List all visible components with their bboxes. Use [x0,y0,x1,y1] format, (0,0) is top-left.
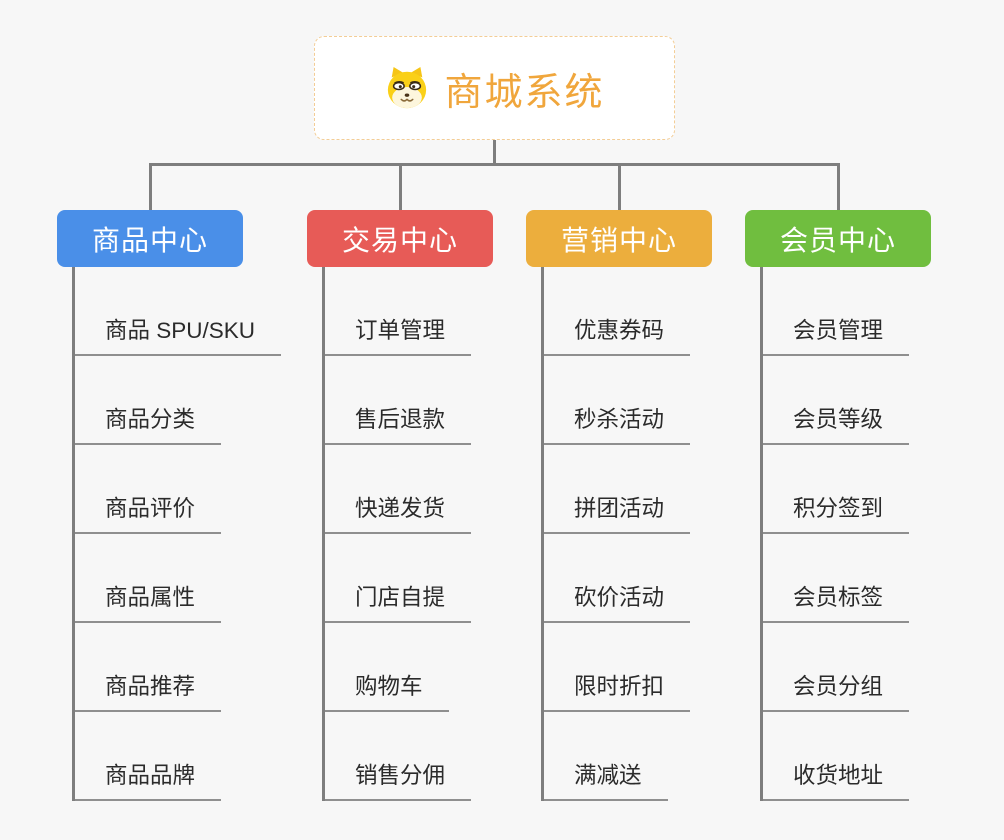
subtopic-label: 销售分佣 [325,758,472,801]
branch-column: 营销中心 优惠券码秒杀活动拼团活动砍价活动限时折扣满减送 [526,210,776,801]
subtopic-item[interactable]: 会员等级 [763,356,995,445]
subtopic-item[interactable]: 商品评价 [75,445,307,534]
subtopic-label: 会员等级 [763,402,910,445]
subtopic-item[interactable]: 优惠券码 [544,267,776,356]
subtopic-item[interactable]: 商品 SPU/SKU [75,267,307,356]
subtopic-label: 快递发货 [325,491,472,534]
subtopic-label: 优惠券码 [544,313,691,356]
branch-column: 商品中心 商品 SPU/SKU 商品分类商品评价商品属性商品推荐商品品牌 [57,210,307,801]
subtopic-item[interactable]: 拼团活动 [544,445,776,534]
subtopic-item[interactable]: 商品分类 [75,356,307,445]
subtopic-item[interactable]: 收货地址 [763,712,995,801]
branch-topic-label: 交易中心 [341,224,458,256]
subtopic-label: 购物车 [325,669,449,712]
subtopic-item[interactable]: 秒杀活动 [544,356,776,445]
subtopic-label: 收货地址 [763,758,910,801]
subtopic-label: 商品评价 [75,491,222,534]
dog-face-icon [384,66,430,110]
subtopic-item[interactable]: 售后退款 [325,356,557,445]
root-topic[interactable]: 商城系统 [314,36,675,140]
subtopic-item[interactable]: 购物车 [325,623,557,712]
subtopic-item[interactable]: 快递发货 [325,445,557,534]
subtopic-label: 秒杀活动 [544,402,691,445]
subtopic-item[interactable]: 商品品牌 [75,712,307,801]
subtopic-item[interactable]: 会员分组 [763,623,995,712]
root-stem-line [493,140,496,166]
subtopic-label: 售后退款 [325,402,472,445]
subtopic-item[interactable]: 限时折扣 [544,623,776,712]
subtopic-item[interactable]: 订单管理 [325,267,557,356]
branch-topic-0[interactable]: 商品中心 [57,210,243,267]
subtopic-label: 拼团活动 [544,491,691,534]
branch-topic-1[interactable]: 交易中心 [307,210,493,267]
branch-drop-line [837,163,840,210]
branch-subtopic-list: 订单管理售后退款快递发货门店自提购物车销售分佣 [322,267,557,801]
branch-drop-line [618,163,621,210]
subtopic-item[interactable]: 满减送 [544,712,776,801]
subtopic-item[interactable]: 商品属性 [75,534,307,623]
branch-column: 交易中心 订单管理售后退款快递发货门店自提购物车销售分佣 [307,210,557,801]
subtopic-label: 商品 SPU/SKU [75,313,282,356]
subtopic-label: 会员管理 [763,313,910,356]
subtopic-label: 积分签到 [763,491,910,534]
subtopic-label: 商品品牌 [75,758,222,801]
subtopic-item[interactable]: 商品推荐 [75,623,307,712]
branch-topic-3[interactable]: 会员中心 [745,210,931,267]
subtopic-item[interactable]: 门店自提 [325,534,557,623]
branch-drop-line [399,163,402,210]
branch-subtopic-list: 优惠券码秒杀活动拼团活动砍价活动限时折扣满减送 [541,267,776,801]
subtopic-label: 商品分类 [75,402,222,445]
branch-drop-line [149,163,152,210]
subtopic-item[interactable]: 积分签到 [763,445,995,534]
subtopic-item[interactable]: 会员管理 [763,267,995,356]
subtopic-item[interactable]: 会员标签 [763,534,995,623]
branch-topic-label: 商品中心 [91,224,208,256]
subtopic-item[interactable]: 销售分佣 [325,712,557,801]
subtopic-label: 商品推荐 [75,669,222,712]
subtopic-label: 限时折扣 [544,669,691,712]
subtopic-label: 商品属性 [75,580,222,623]
subtopic-item[interactable]: 砍价活动 [544,534,776,623]
branch-subtopic-list: 商品 SPU/SKU 商品分类商品评价商品属性商品推荐商品品牌 [72,267,307,801]
branch-topic-label: 会员中心 [779,224,896,256]
subtopic-label: 会员分组 [763,669,910,712]
branch-topic-label: 营销中心 [560,224,677,256]
root-topic-label: 商城系统 [444,71,605,114]
branch-column: 会员中心 会员管理会员等级积分签到会员标签会员分组收货地址 [745,210,995,801]
branch-topic-2[interactable]: 营销中心 [526,210,712,267]
subtopic-label: 订单管理 [325,313,472,356]
branch-subtopic-list: 会员管理会员等级积分签到会员标签会员分组收货地址 [760,267,995,801]
subtopic-label: 门店自提 [325,580,472,623]
subtopic-label: 砍价活动 [544,580,691,623]
horizontal-connector-line [149,163,839,166]
subtopic-label: 满减送 [544,758,668,801]
subtopic-label: 会员标签 [763,580,910,623]
